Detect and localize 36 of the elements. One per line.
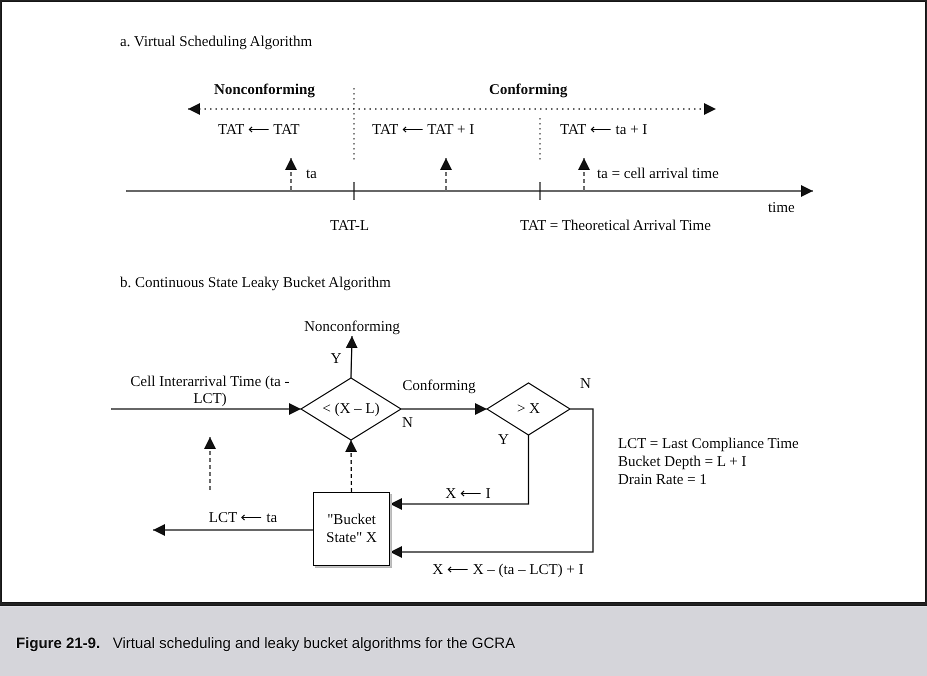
arrow	[401, 403, 487, 415]
text-label: TAT ⟵ TAT	[218, 122, 300, 140]
edge-label: Cell Interarrival Time (ta - LCT)	[129, 374, 291, 408]
edge-label: LCT ⟵ ta	[208, 510, 278, 528]
region-label: Conforming	[489, 82, 568, 100]
decision-diamond: > X	[487, 383, 570, 435]
edge-label: Y	[330, 351, 342, 368]
arrow	[346, 336, 358, 378]
text-label: Drain Rate = 1	[618, 472, 707, 490]
text-label: TAT = Theoretical Arrival Time	[520, 218, 711, 236]
branch-label: Y	[498, 432, 509, 450]
text-label: time	[768, 200, 795, 218]
text-label: TAT-L	[330, 218, 370, 236]
text-label: ta	[306, 166, 317, 184]
text-label: Bucket Depth = L + I	[618, 454, 746, 472]
edge-label: X ⟵ I	[444, 486, 492, 504]
state-box: "Bucket State" X	[313, 492, 390, 566]
text-label: TAT ⟵ TAT + I	[372, 122, 474, 140]
section-heading: a. Virtual Scheduling Algorithm	[120, 34, 312, 52]
arrow	[153, 524, 313, 536]
text-label: TAT ⟵ ta + I	[560, 122, 648, 140]
text-label: ta = cell arrival time	[597, 166, 719, 184]
branch-label: N	[402, 415, 413, 432]
arrow	[390, 435, 530, 510]
branch-label: N	[580, 376, 591, 394]
text-label: LCT = Last Compliance Time	[618, 436, 799, 454]
edge-label: Conforming	[401, 378, 477, 396]
edge-label: X ⟵ X – (ta – LCT) + I	[431, 562, 585, 580]
figure-caption: Figure 21-9. Virtual scheduling and leaky bucket algorithms for the GCRA	[16, 635, 516, 652]
decision-diamond: < (X – L)	[301, 378, 401, 440]
region-label: Nonconforming	[214, 82, 315, 100]
section-heading: b. Continuous State Leaky Bucket Algorithm	[120, 275, 391, 292]
arrow	[345, 440, 358, 492]
outcome-text: Nonconforming	[305, 318, 399, 336]
arrow	[111, 403, 301, 415]
arrow	[390, 408, 594, 558]
